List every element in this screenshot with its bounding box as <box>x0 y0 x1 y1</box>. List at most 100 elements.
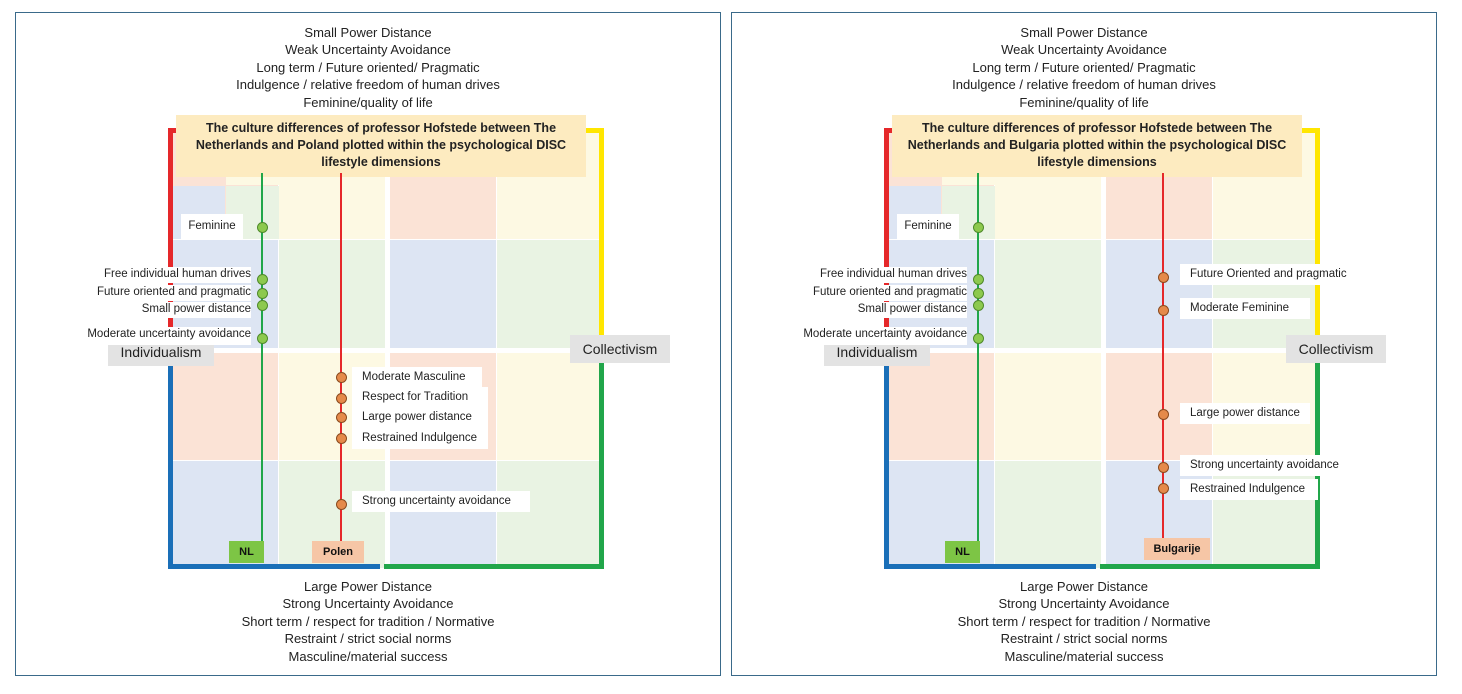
nl-dimension-label: Feminine <box>897 214 959 239</box>
nl-dimension-label: Small power distance <box>772 302 967 318</box>
bottom-caption-line: Masculine/material success <box>1004 648 1164 664</box>
frame-blue-left <box>884 352 889 569</box>
country-marker <box>335 392 347 404</box>
frame-green-bottom <box>1100 564 1320 569</box>
country-line <box>340 173 342 541</box>
nl-marker <box>972 332 984 344</box>
top-caption-line: Feminine/quality of life <box>303 94 433 110</box>
grid-cell <box>995 352 1101 460</box>
country-dimension-label: Moderate Masculine <box>352 367 482 388</box>
country-dimension-label: Respect for Tradition <box>352 387 488 408</box>
nl-marker <box>972 287 984 299</box>
top-caption-line: Indulgence / relative freedom of human d… <box>236 77 500 93</box>
grid-cell <box>390 240 496 348</box>
top-caption-line: Indulgence / relative freedom of human d… <box>952 77 1216 93</box>
country-dimension-label: Moderate Feminine <box>1180 298 1310 319</box>
top-caption-line: Feminine/quality of life <box>1019 94 1149 110</box>
frame-blue-bottom <box>168 564 380 569</box>
collectivism-label: Collectivism <box>1286 335 1386 363</box>
nl-dimension-label: Future oriented and pragmatic <box>772 285 967 301</box>
nl-tag: NL <box>945 541 980 563</box>
nl-marker <box>972 221 984 233</box>
grid-cell <box>172 352 278 460</box>
grid-cell <box>1213 240 1319 348</box>
top-caption-line: Small Power Distance <box>1020 25 1148 40</box>
nl-tag: NL <box>229 541 264 563</box>
grid-cell <box>497 352 603 460</box>
bottom-caption-line: Restraint / strict social norms <box>284 631 452 647</box>
country-marker <box>335 371 347 383</box>
frame-green-right <box>599 352 604 569</box>
bottom-caption-line: Large Power Distance <box>1020 579 1148 594</box>
grid-cell <box>497 240 603 348</box>
country-marker <box>1157 271 1169 283</box>
grid-cell <box>995 460 1101 568</box>
nl-marker <box>256 221 268 233</box>
diagram-title: The culture differences of professor Hof… <box>892 115 1302 177</box>
nl-marker <box>972 299 984 311</box>
country-marker <box>1157 461 1169 473</box>
top-caption-line: Small Power Distance <box>304 25 432 40</box>
bottom-caption-line: Short term / respect for tradition / Nor… <box>241 613 495 629</box>
country-marker <box>1157 482 1169 494</box>
collectivism-label: Collectivism <box>570 335 670 363</box>
bottom-caption-line: Large Power Distance <box>304 579 432 594</box>
country-marker <box>335 411 347 423</box>
nl-dimension-label: Feminine <box>181 214 243 239</box>
grid-cell <box>279 240 385 348</box>
top-caption-line: Weak Uncertainty Avoidance <box>1001 42 1167 58</box>
nl-marker <box>256 299 268 311</box>
country-tag: Bulgarije <box>1144 538 1210 560</box>
frame-green-bottom <box>384 564 604 569</box>
country-tag: Polen <box>312 541 364 563</box>
country-marker <box>1157 408 1169 420</box>
bottom-caption-line: Short term / respect for tradition / Nor… <box>957 613 1211 629</box>
nl-marker <box>256 287 268 299</box>
nl-dimension-label: Free individual human drives <box>56 267 251 283</box>
grid-cell <box>390 460 496 568</box>
frame-blue-bottom <box>884 564 1096 569</box>
frame-red-left <box>168 128 173 348</box>
country-dimension-label: Strong uncertainty avoidance <box>352 491 530 512</box>
nl-line <box>977 173 979 541</box>
bottom-caption-line: Strong Uncertainty Avoidance <box>282 596 454 612</box>
frame-blue-left <box>168 352 173 569</box>
nl-dimension-label: Future oriented and pragmatic <box>56 285 251 301</box>
frame-yellow-right <box>599 128 604 348</box>
bottom-caption-line: Masculine/material success <box>288 648 448 664</box>
nl-dimension-label: Small power distance <box>56 302 251 318</box>
nl-dimension-label: Moderate uncertainty avoidance <box>772 327 967 345</box>
country-dimension-label: Large power distance <box>1180 403 1310 424</box>
nl-line <box>261 173 263 541</box>
country-dimension-label: Restrained Indulgence <box>352 428 488 449</box>
grid-cell <box>497 460 603 568</box>
frame-yellow-top <box>1300 128 1320 133</box>
grid-cell <box>1106 240 1212 348</box>
frame-yellow-top <box>584 128 604 133</box>
country-marker <box>1157 304 1169 316</box>
country-line <box>1162 173 1164 541</box>
nl-marker <box>972 273 984 285</box>
country-dimension-label: Large power distance <box>352 407 488 428</box>
frame-yellow-right <box>1315 128 1320 348</box>
grid-cell <box>995 240 1101 348</box>
nl-marker <box>256 332 268 344</box>
country-marker <box>335 498 347 510</box>
grid-cell <box>888 352 994 460</box>
diagram-title: The culture differences of professor Hof… <box>176 115 586 177</box>
nl-marker <box>256 273 268 285</box>
bottom-caption-line: Restraint / strict social norms <box>1000 631 1168 647</box>
country-dimension-label: Future Oriented and pragmatic <box>1180 264 1364 285</box>
country-dimension-label: Strong uncertainty avoidance <box>1180 455 1339 476</box>
top-caption-line: Long term / Future oriented/ Pragmatic <box>256 59 480 75</box>
nl-dimension-label: Free individual human drives <box>772 267 967 283</box>
top-caption-line: Long term / Future oriented/ Pragmatic <box>972 59 1196 75</box>
country-dimension-label: Restrained Indulgence <box>1180 479 1318 500</box>
frame-red-left <box>884 128 889 348</box>
